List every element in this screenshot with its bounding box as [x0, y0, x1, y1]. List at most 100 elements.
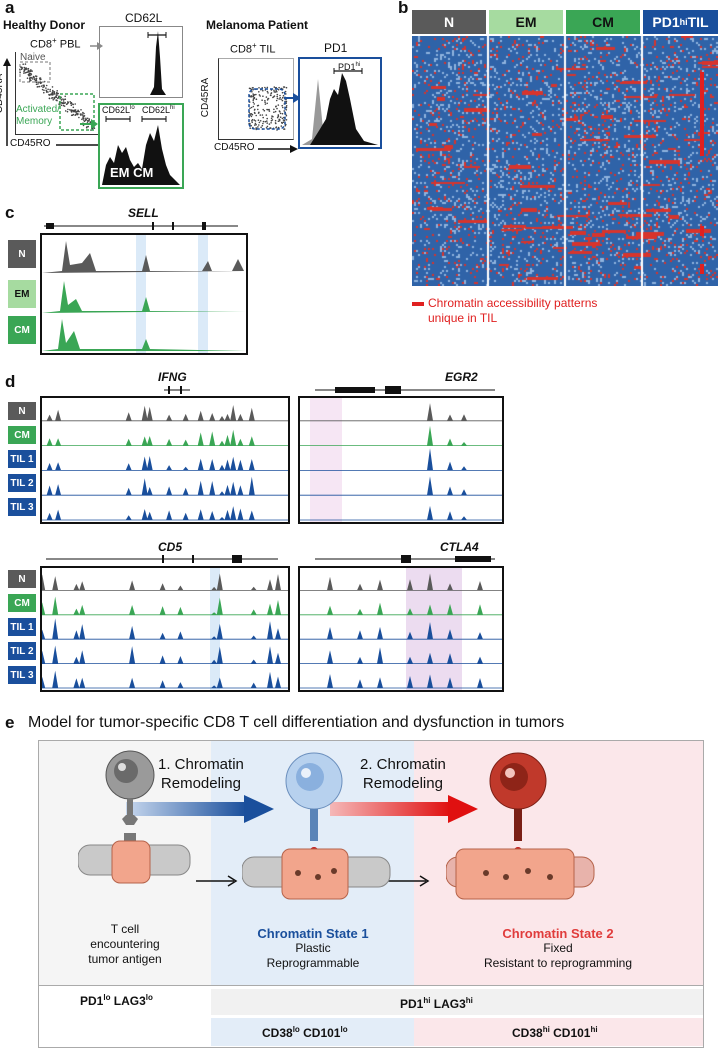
state2-title: Chromatin State 2 [502, 926, 614, 941]
panel-a-letter: a [5, 0, 15, 17]
heatmap-legend-text: Chromatin accessibility patterns unique … [428, 296, 598, 325]
naive-label: Naive [20, 52, 46, 63]
heatmap-canvas [412, 36, 718, 286]
naive-to-hist-arrow [90, 42, 103, 50]
cd38hi-cd101hi-label: CD38hi CD101hi [512, 1025, 598, 1040]
til-cd45ro-arrow [258, 145, 298, 153]
d-bottom-track-label-4: TIL 2 [8, 642, 36, 660]
ctla4-track-box [298, 566, 504, 692]
pd1-histogram: PD1hi [298, 57, 382, 149]
em-cm-label: EM CM [110, 165, 154, 180]
sell-gene-model [44, 222, 238, 230]
d-top-track-label-1: N [8, 402, 36, 420]
d-top-track-label-4: TIL 2 [8, 474, 36, 492]
transition-arrow-1 [196, 875, 238, 887]
ctla4-gene-model [315, 555, 495, 563]
pd1hi-lag3hi-label: PD1hi LAG3hi [400, 996, 473, 1011]
heatmap-header-cm: CM [566, 10, 640, 34]
cd8-pbl-label: CD8+ PBL [30, 36, 81, 51]
sell-track-label-em: EM [8, 280, 36, 308]
state1-title: Chromatin State 1 [257, 926, 369, 941]
cd62l-histogram-plot [102, 31, 180, 95]
pd1lo-lag3lo-label: PD1lo LAG3lo [80, 993, 153, 1008]
ifng-gene-label: IFNG [158, 370, 187, 384]
egr2-tracks [300, 398, 502, 522]
d-bottom-track-label-2: CM [8, 594, 36, 612]
pd1hi-row-bg [211, 989, 703, 1015]
model-frame [38, 740, 704, 1048]
cd62l-hi-label: CD62Lhi [142, 105, 175, 115]
pbl-scatter-plot [15, 52, 98, 135]
til-pattern-marker-2 [700, 226, 704, 236]
heatmap-header-n: N [412, 10, 486, 34]
step2-arrow [330, 795, 478, 823]
sell-track-label-cm: CM [8, 316, 36, 344]
d-bottom-track-label-3: TIL 1 [8, 618, 36, 636]
cd38lo-cd101lo-label: CD38lo CD101lo [262, 1025, 348, 1040]
cd5-track-box [39, 566, 290, 692]
melanoma-patient-label: Melanoma Patient [206, 18, 309, 32]
egr2-gene-model [315, 386, 495, 394]
ifng-gene-model [164, 386, 190, 394]
cd45ro-axis-label: CD45RO [10, 138, 51, 149]
cd62l-label: CD62L [125, 11, 163, 25]
healthy-donor-label: Healthy Donor [3, 18, 86, 32]
naive-tcell-illustration [78, 750, 191, 884]
d-top-track-label-5: TIL 3 [8, 498, 36, 516]
d-top-track-label-2: CM [8, 426, 36, 444]
state1-tcell-illustration [242, 752, 391, 900]
d-top-track-label-3: TIL 1 [8, 450, 36, 468]
pbl-scatter-dots [19, 61, 96, 131]
memory-to-hist-arrow [80, 119, 98, 129]
legend-swatch [412, 302, 424, 306]
step2-label: 2. Chromatin Remodeling [360, 756, 446, 792]
egr2-gene-label: EGR2 [445, 370, 478, 384]
em-cm-histogram: CD62Llo CD62Lhi EM CM [98, 103, 184, 189]
panel-b-letter: b [398, 0, 409, 17]
activated-memory-label: Activated/ Memory [16, 104, 60, 127]
cd62l-histogram [99, 26, 183, 98]
til-scatter-plot [218, 58, 294, 140]
sell-gene-label: SELL [128, 206, 159, 220]
panel-d-letter: d [5, 372, 16, 391]
cd5-tracks [39, 568, 289, 690]
ctla4-gene-label: CTLA4 [440, 540, 479, 554]
heatmap-header-em: EM [489, 10, 563, 34]
pd1-label: PD1 [324, 41, 348, 55]
naive-description: T cell encountering tumor antigen [88, 922, 162, 966]
egr2-track-box [298, 396, 504, 524]
cd45ra-arrow [3, 58, 11, 146]
state1-description: Plastic Reprogrammable [266, 941, 360, 970]
cd38lo-row-bg [211, 1018, 414, 1046]
til-gate-arrow [284, 93, 301, 103]
cd62l-lo-label: CD62Llo [102, 105, 135, 115]
state2-tcell-illustration [446, 752, 595, 900]
transition-arrow-2 [388, 875, 430, 887]
cd38hi-row-bg [414, 1018, 703, 1046]
row-divider-1 [39, 985, 703, 986]
step1-arrow [126, 795, 274, 823]
til-cd45ro-axis-label: CD45RO [214, 142, 255, 153]
sell-track-label-n: N [8, 240, 36, 268]
cd5-gene-label: CD5 [158, 540, 183, 554]
step1-label: 1. Chromatin Remodeling [158, 756, 244, 792]
ifng-track-box [40, 396, 290, 524]
sell-track-box [40, 233, 248, 355]
pd1-histogram-plot [302, 68, 378, 145]
til-pattern-marker-1 [700, 72, 704, 156]
panel-e-title: Model for tumor-specific CD8 T cell diff… [28, 714, 565, 731]
d-bottom-track-label-1: N [8, 570, 36, 588]
til-cd45ra-axis-label: CD45RA [200, 77, 212, 118]
em-cm-histogram-plot [102, 116, 180, 185]
panel-c-letter: c [5, 203, 15, 222]
cd8-til-label: CD8+ TIL [230, 41, 276, 56]
til-pattern-marker-3 [700, 264, 704, 274]
ctla4-tracks [300, 568, 502, 690]
heatmap [412, 36, 718, 286]
d-bottom-track-label-5: TIL 3 [8, 666, 36, 684]
sell-tracks [42, 235, 246, 353]
pd1hi-label: PD1hi [338, 62, 361, 72]
panel-e-letter: e [5, 713, 15, 732]
ifng-tracks [42, 405, 288, 521]
